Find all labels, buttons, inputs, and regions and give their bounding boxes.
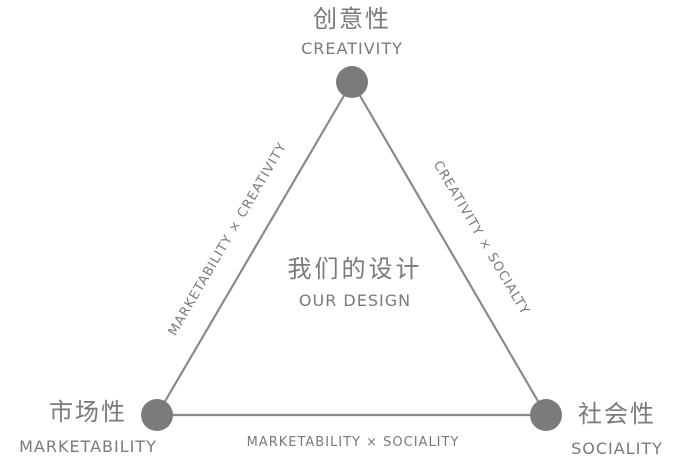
edge-right-line [350,80,548,417]
center-zh-label: 我们的设计 [288,255,423,283]
sociality-en-label: SOCIALITY [571,439,663,458]
node-creativity [336,66,368,98]
node-sociality [530,399,562,431]
marketability-zh-label: 市场性 [49,398,127,426]
sociality-zh-label: 社会性 [578,400,656,428]
node-marketability [141,399,173,431]
creativity-zh-label: 创意性 [313,5,391,33]
edge-bottom-label: MARKETABILITY × SOCIALITY [247,435,460,450]
marketability-en-label: MARKETABILITY [19,437,157,456]
center-en-label: OUR DESIGN [299,291,411,310]
edge-right-label: CREATIVITY × SOCIALTY [430,158,532,318]
creativity-en-label: CREATIVITY [301,39,403,58]
edge-left-line [155,80,354,417]
edge-left-label: MARKETABILITY × CREATIVITY [166,140,291,339]
